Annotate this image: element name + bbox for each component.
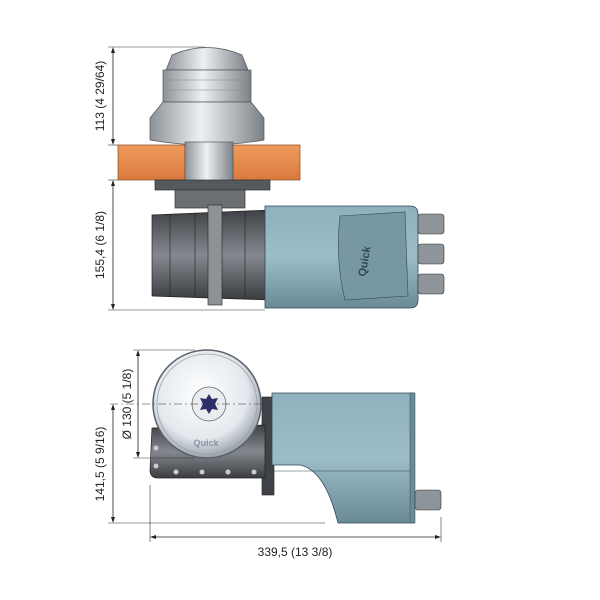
cable-gland	[414, 489, 442, 511]
gearbox	[151, 204, 271, 306]
deck-section	[117, 144, 301, 181]
dimension-drum-height: 113 (4 29/64)	[93, 46, 205, 146]
side-elevation-view: Quick 113 (4 29/64) 155,4 (6 1/8)	[93, 46, 445, 311]
svg-text:Quick: Quick	[356, 245, 373, 278]
dimension-side-height: 141,5 (5 9/16)	[93, 404, 325, 524]
quick-logo: Quick	[193, 438, 219, 448]
overall-length-label: 339,5 (13 3/8)	[258, 545, 333, 559]
dimension-overall-length: 339,5 (13 3/8)	[149, 485, 442, 559]
dimension-below-deck-height: 155,4 (6 1/8)	[93, 179, 265, 311]
shaft	[154, 141, 271, 209]
cable-glands	[417, 213, 445, 295]
drum-cap	[149, 47, 265, 146]
below-deck-height-label: 155,4 (6 1/8)	[93, 211, 107, 279]
drum-diameter-label: Ø 130 (5 1/8)	[120, 369, 134, 440]
dimension-drum-diameter: Ø 130 (5 1/8)	[120, 349, 195, 459]
drum-height-label: 113 (4 29/64)	[93, 61, 107, 132]
plan-view: Quick Ø 130 (5 1/8) 141,5 (5 9/16) 339,5…	[93, 349, 442, 559]
motor: Quick	[264, 205, 419, 309]
motor-housing	[261, 392, 442, 524]
side-height-label: 141,5 (5 9/16)	[93, 427, 107, 502]
quick-logo: Quick	[356, 245, 373, 278]
